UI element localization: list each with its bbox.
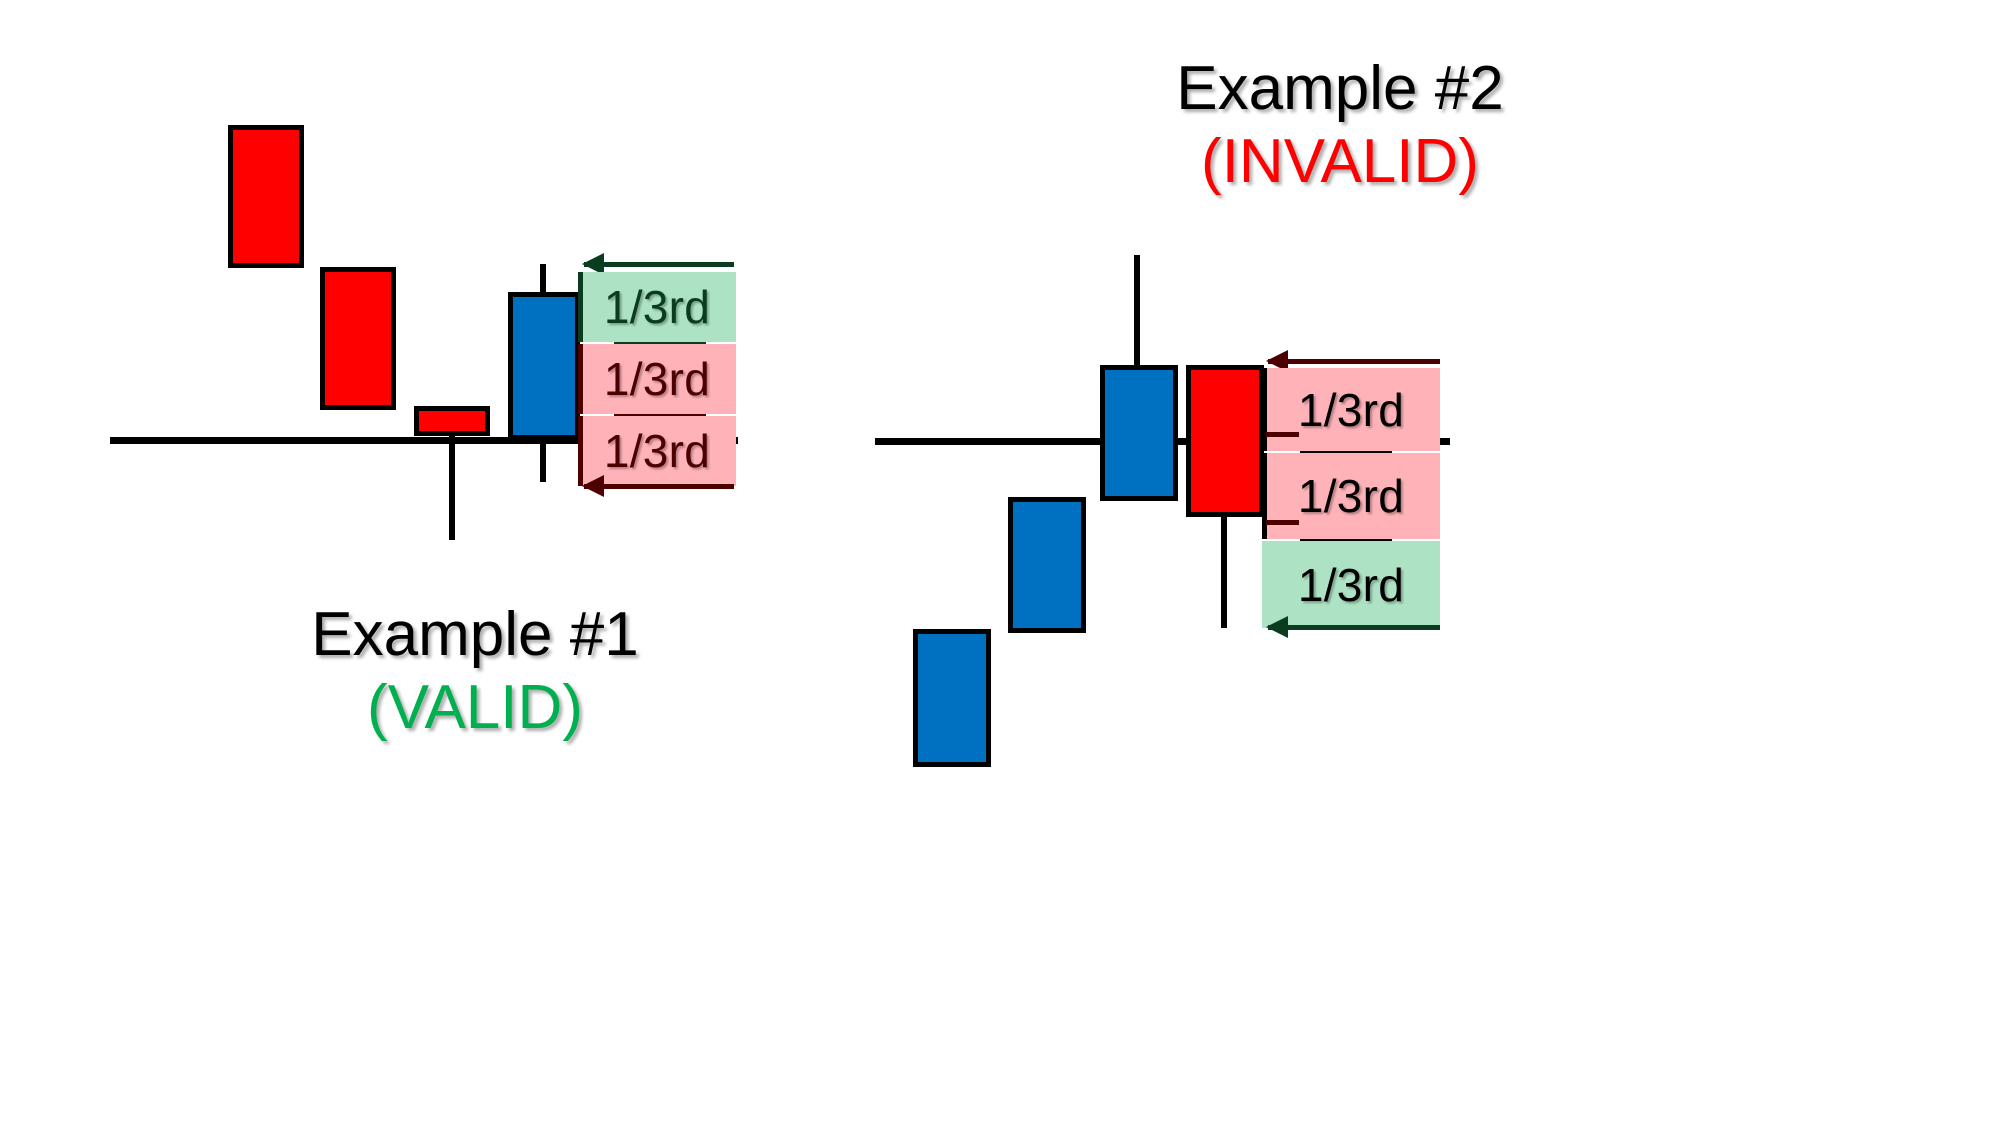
example-1-caption-title: Example #1 (311, 600, 639, 669)
example-1-zone-3-left-edge (578, 416, 583, 486)
example-2-zone-2-inner-tick (1266, 520, 1299, 525)
example-1-candle-4-lower-wick (540, 430, 546, 482)
example-2-candle-2-body (1008, 497, 1086, 633)
example-1-caption-verdict: (VALID) (367, 673, 583, 743)
example-2-zone-2-left-edge (1262, 453, 1267, 539)
example-2-zone-3: 1/3rd (1262, 541, 1440, 628)
example-1-group: 1/3rd 1/3rd 1/3rd Example #1 (VALID) (0, 0, 980, 1124)
example-2-candle-1-body (913, 629, 991, 767)
example-2-top-arrow-icon (1266, 350, 1440, 372)
example-1-top-arrow-icon (582, 253, 734, 275)
example-2-zone-2: 1/3rd (1262, 453, 1440, 539)
example-2-bottom-arrow-icon (1266, 616, 1440, 638)
example-1-candle-3-lower-wick (449, 430, 455, 540)
example-2-candle-3-body (1100, 365, 1178, 501)
example-2-zone-2-label: 1/3rd (1297, 470, 1405, 522)
example-1-zone-1: 1/3rd (578, 272, 736, 342)
example-1-zone-3-label: 1/3rd (603, 425, 711, 477)
example-1-candle-3-body (414, 406, 490, 436)
example-1-zone-2: 1/3rd (578, 344, 736, 414)
example-2-caption: Example #2 (INVALID) (1060, 52, 1620, 198)
example-1-zone-1-label: 1/3rd (603, 281, 711, 333)
example-1-candle-1-body (228, 125, 304, 268)
example-1-caption: Example #1 (VALID) (180, 598, 770, 744)
example-2-zone-1-inner-tick (1266, 432, 1299, 437)
example-2-zone-stack: 1/3rd 1/3rd 1/3rd (1262, 350, 1440, 638)
example-2-caption-verdict: (INVALID) (1201, 127, 1479, 197)
example-2-candle-4-body (1186, 365, 1264, 517)
example-2-zone-1: 1/3rd (1262, 368, 1440, 451)
example-2-zone-3-label: 1/3rd (1297, 558, 1405, 611)
example-1-baseline (110, 437, 738, 444)
example-1-zone-3: 1/3rd (578, 416, 736, 486)
example-1-zone-2-label: 1/3rd (603, 353, 711, 405)
example-1-candle-2-body (320, 267, 396, 410)
example-1-zone-2-left-edge (578, 344, 583, 414)
example-2-candle-3-upper-wick (1134, 255, 1140, 370)
example-2-candle-4-lower-wick (1221, 505, 1227, 628)
example-1-zone-1-left-edge (578, 272, 583, 342)
example-1-bottom-arrow-icon (582, 475, 734, 497)
example-1-candle-4-upper-wick (540, 264, 546, 302)
example-1-candle-4-body (508, 292, 580, 440)
example-2-caption-title: Example #2 (1176, 54, 1504, 123)
example-2-zone-1-label: 1/3rd (1297, 383, 1405, 436)
example-2-zone-1-left-edge (1262, 368, 1267, 451)
example-1-zone-stack: 1/3rd 1/3rd 1/3rd (578, 253, 736, 497)
